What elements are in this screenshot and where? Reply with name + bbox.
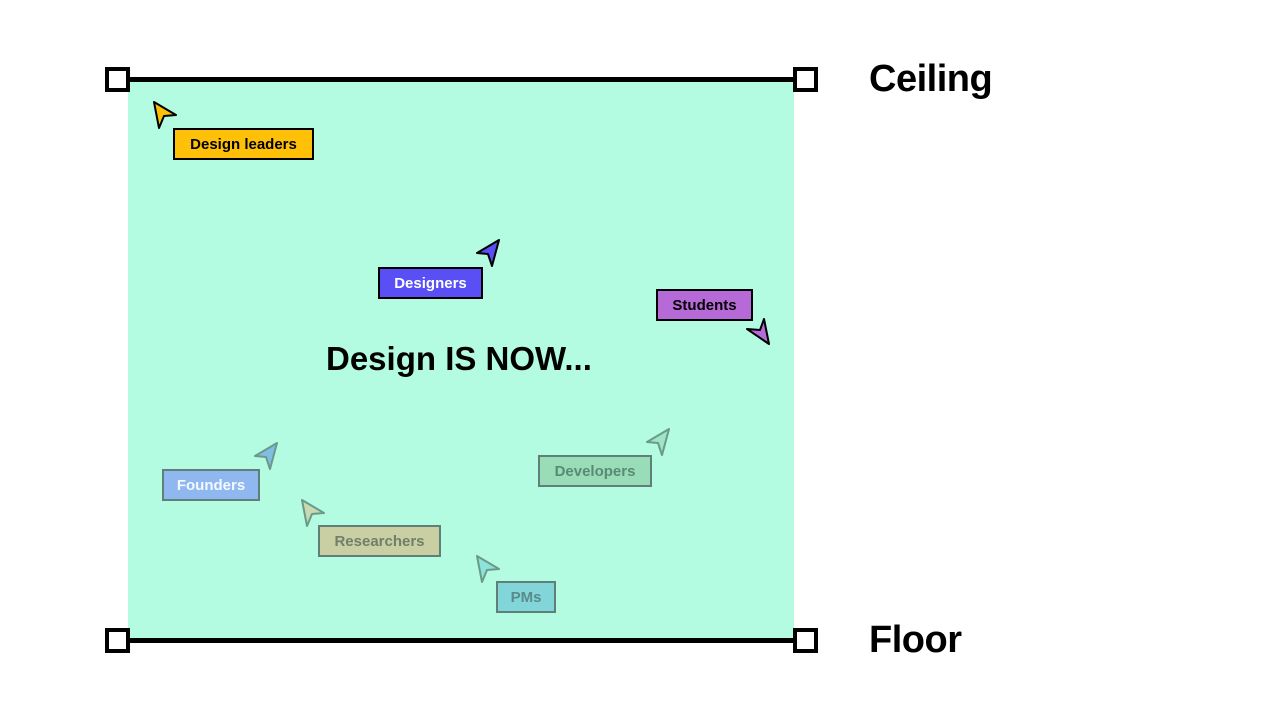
tag-founders[interactable]: Founders [162, 469, 260, 501]
designers-cursor-icon [476, 239, 500, 267]
pms-cursor-icon [476, 555, 500, 583]
ceiling-line[interactable] [117, 77, 806, 82]
tag-researchers[interactable]: Researchers [318, 525, 441, 557]
floor-right-handle-icon[interactable] [793, 628, 818, 653]
students-cursor-icon [746, 318, 770, 345]
ceiling-label: Ceiling [869, 58, 993, 100]
floor-line[interactable] [117, 638, 806, 643]
tag-developers[interactable]: Developers [538, 455, 652, 487]
researchers-cursor-icon [301, 499, 325, 527]
ceiling-left-handle-icon[interactable] [105, 67, 130, 92]
floor-left-handle-icon[interactable] [105, 628, 130, 653]
tag-students[interactable]: Students [656, 289, 753, 321]
headline: Design IS NOW... [326, 340, 592, 377]
tag-design-leaders[interactable]: Design leaders [173, 128, 314, 160]
design-leaders-cursor-icon [153, 101, 177, 129]
ceiling-right-handle-icon[interactable] [793, 67, 818, 92]
founders-cursor-icon [254, 442, 278, 470]
floor-label: Floor [869, 619, 962, 661]
range-region [128, 79, 794, 640]
tag-pms[interactable]: PMs [496, 581, 556, 613]
developers-cursor-icon [646, 428, 670, 456]
tag-designers[interactable]: Designers [378, 267, 483, 299]
